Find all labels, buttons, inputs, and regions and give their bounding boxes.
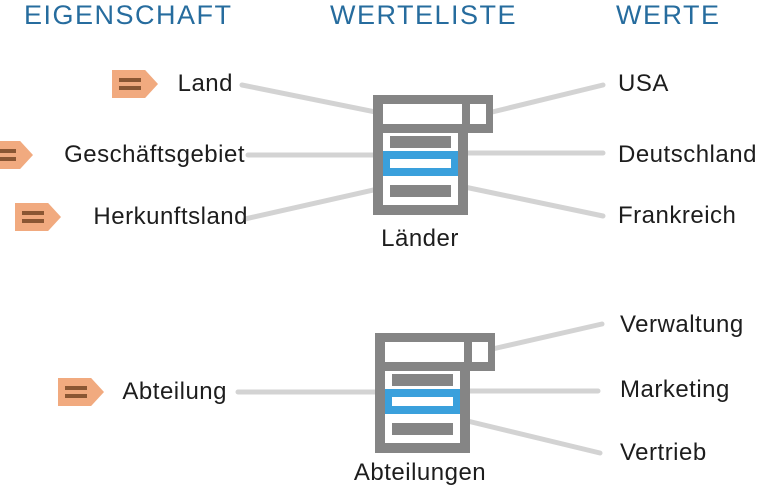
list-body: [375, 371, 470, 453]
value-list-icon-abteilungen: [375, 333, 495, 453]
list-row-text-bar: [392, 374, 453, 386]
list-row-text-bar: [390, 136, 451, 148]
property-label: Herkunftsland: [93, 203, 248, 230]
list-header-bar: [375, 333, 495, 371]
list-title-field: [383, 104, 462, 124]
list-dropdown-button: [470, 104, 486, 124]
value-frankreich: Frankreich: [618, 202, 737, 229]
value-verwaltung: Verwaltung: [620, 311, 744, 338]
value-marketing: Marketing: [620, 376, 730, 403]
list-row-text-bar: [392, 423, 453, 435]
connector-vertrieb: [452, 415, 603, 456]
tag-icon: [112, 70, 158, 98]
tag-icon: [0, 141, 33, 169]
value-vertrieb: Vertrieb: [620, 439, 707, 466]
property-label: Land: [177, 70, 233, 97]
value-deutschland: Deutschland: [618, 141, 757, 168]
list-title-field: [385, 342, 464, 362]
value-list-icon-laender: [373, 95, 493, 215]
property-label: Abteilung: [122, 378, 227, 405]
list-row: [385, 371, 460, 389]
list-caption-abteilungen: Abteilungen: [353, 459, 487, 486]
tag-icon: [15, 203, 61, 231]
connector-frankreich: [452, 182, 606, 219]
list-body: [373, 133, 468, 215]
list-row: [383, 133, 458, 151]
list-row: [383, 176, 458, 205]
property-item-herkunftsland: Herkunftsland: [0, 203, 762, 231]
value-usa: USA: [618, 70, 669, 97]
list-row: [385, 414, 460, 443]
property-item-land: Land: [0, 70, 762, 98]
list-header-bar: [373, 95, 493, 133]
column-header-eigenschaft: EIGENSCHAFT: [24, 0, 233, 30]
connector-verwaltung: [485, 321, 605, 353]
property-label: Geschäftsgebiet: [64, 141, 245, 168]
tag-icon: [58, 378, 104, 406]
column-header-werte: WERTE: [616, 0, 721, 30]
list-caption-laender: Länder: [381, 225, 459, 252]
list-row-text-bar: [390, 159, 451, 168]
property-item-abteilung: Abteilung: [0, 378, 762, 406]
list-row-text-bar: [392, 397, 453, 406]
list-dropdown-button: [472, 342, 488, 362]
list-row-selected: [385, 389, 460, 414]
column-header-werteliste: WERTELISTE: [330, 0, 518, 30]
list-row-text-bar: [390, 185, 451, 197]
list-row-selected: [383, 151, 458, 176]
property-item-geschaeftsgebiet: Geschäftsgebiet: [0, 141, 762, 169]
connector-usa: [485, 82, 606, 116]
